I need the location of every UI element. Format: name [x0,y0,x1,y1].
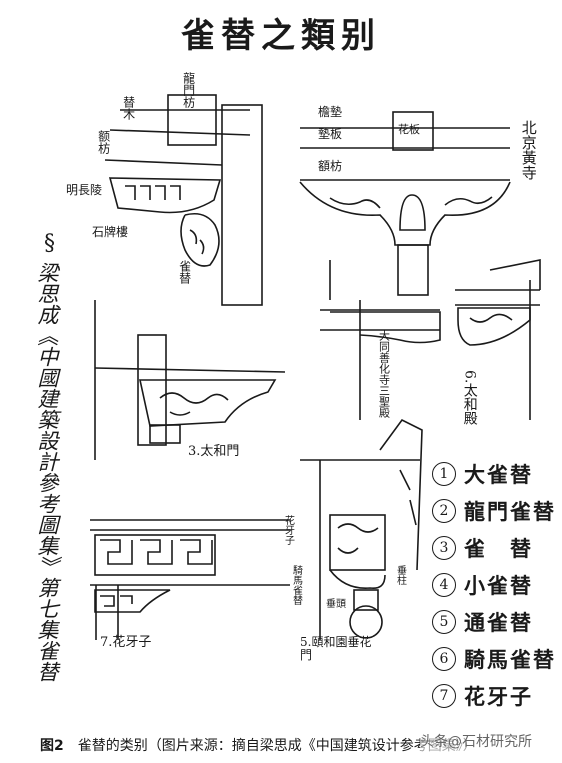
label-long-men-fang: 龍門枋 [181,72,196,108]
legend-item: 4 小雀替 [432,566,558,603]
label-e-fang: 额枋 [96,130,111,154]
drawing-datong [320,260,441,420]
label-beijing-huangsi: 北京黃寺 [519,120,538,180]
legend-item: 6 騎馬雀替 [432,640,558,677]
page-title: 雀替之類别 [181,16,381,56]
legend-item: 3 雀 替 [432,529,558,566]
watermark: 头条@石材研究所 [420,731,532,751]
drawing-huayazi [90,519,290,640]
drawing-ming-changling [104,94,263,306]
label-huayazi-small: 花牙子 [282,515,294,545]
label-yan-dian: 檐墊 [318,105,343,119]
label-e-fang-2: 額枋 [318,159,343,173]
legend-text: 小雀替 [464,572,533,598]
legend-number: 5 [432,609,456,634]
legend-number: 3 [432,535,456,560]
label-chui-zhu: 垂柱 [394,565,406,585]
label-chui-tou: 垂頭 [326,599,346,610]
legend-text: 騎馬雀替 [464,646,556,672]
figure-number: 图2 [40,738,64,754]
legend-number: 4 [432,572,456,597]
label-yiheyuan: 5.頤和園垂花門 [300,635,372,662]
side-mark: § [44,231,55,256]
legend-text: 花牙子 [464,683,533,709]
label-taihemen: 3.太和門 [188,444,240,459]
drawing-taihemen [94,300,286,460]
legend-text: 通雀替 [464,609,533,635]
caption-text: 雀替的类别（图片来源：摘自梁思成《中国建筑设计参考图集》） [77,738,477,754]
label-qima-queti: 騎馬雀替 [290,565,302,605]
legend-number: 6 [432,646,456,671]
drawing-yiheyuan [300,418,423,640]
label-datong: 大同善化寺三聖殿 [377,330,391,418]
legend-number: 2 [432,498,456,523]
label-dian-ban: 墊板 [318,127,343,141]
legend-item: 2 龍門雀替 [432,492,558,529]
label-shi-pai-lou: 石牌樓 [92,225,129,239]
legend-list: 1 大雀替 2 龍門雀替 3 雀 替 4 小雀替 5 通雀替 6 騎馬雀替 7 … [432,455,558,714]
legend-number: 1 [432,461,456,486]
legend-text: 龍門雀替 [464,498,556,524]
legend-item: 5 通雀替 [432,603,558,640]
legend-item: 7 花牙子 [432,677,558,714]
label-ti-mu: 替木 [121,96,136,120]
label-ming-changling: 明長陵 [66,183,103,197]
label-hua-ban: 花板 [398,123,420,136]
side-note: 梁思成《中國建築設計參考圖集》第七集雀替 [35,262,60,682]
label-que-ti: 雀替 [177,260,192,284]
figure-caption: 图2 雀替的类别（图片来源：摘自梁思成《中国建筑设计参考图集》） [40,735,477,755]
drawing-taihedian [455,259,541,420]
legend-number: 7 [432,683,456,708]
label-huayazi: 7.花牙子 [100,635,152,650]
legend-text: 大雀替 [464,461,533,487]
legend-item: 1 大雀替 [432,455,558,492]
legend-text: 雀 替 [464,535,533,561]
label-taihedian: 6.太和殿 [461,370,478,426]
drawing-beijing-huangsi [299,111,511,296]
